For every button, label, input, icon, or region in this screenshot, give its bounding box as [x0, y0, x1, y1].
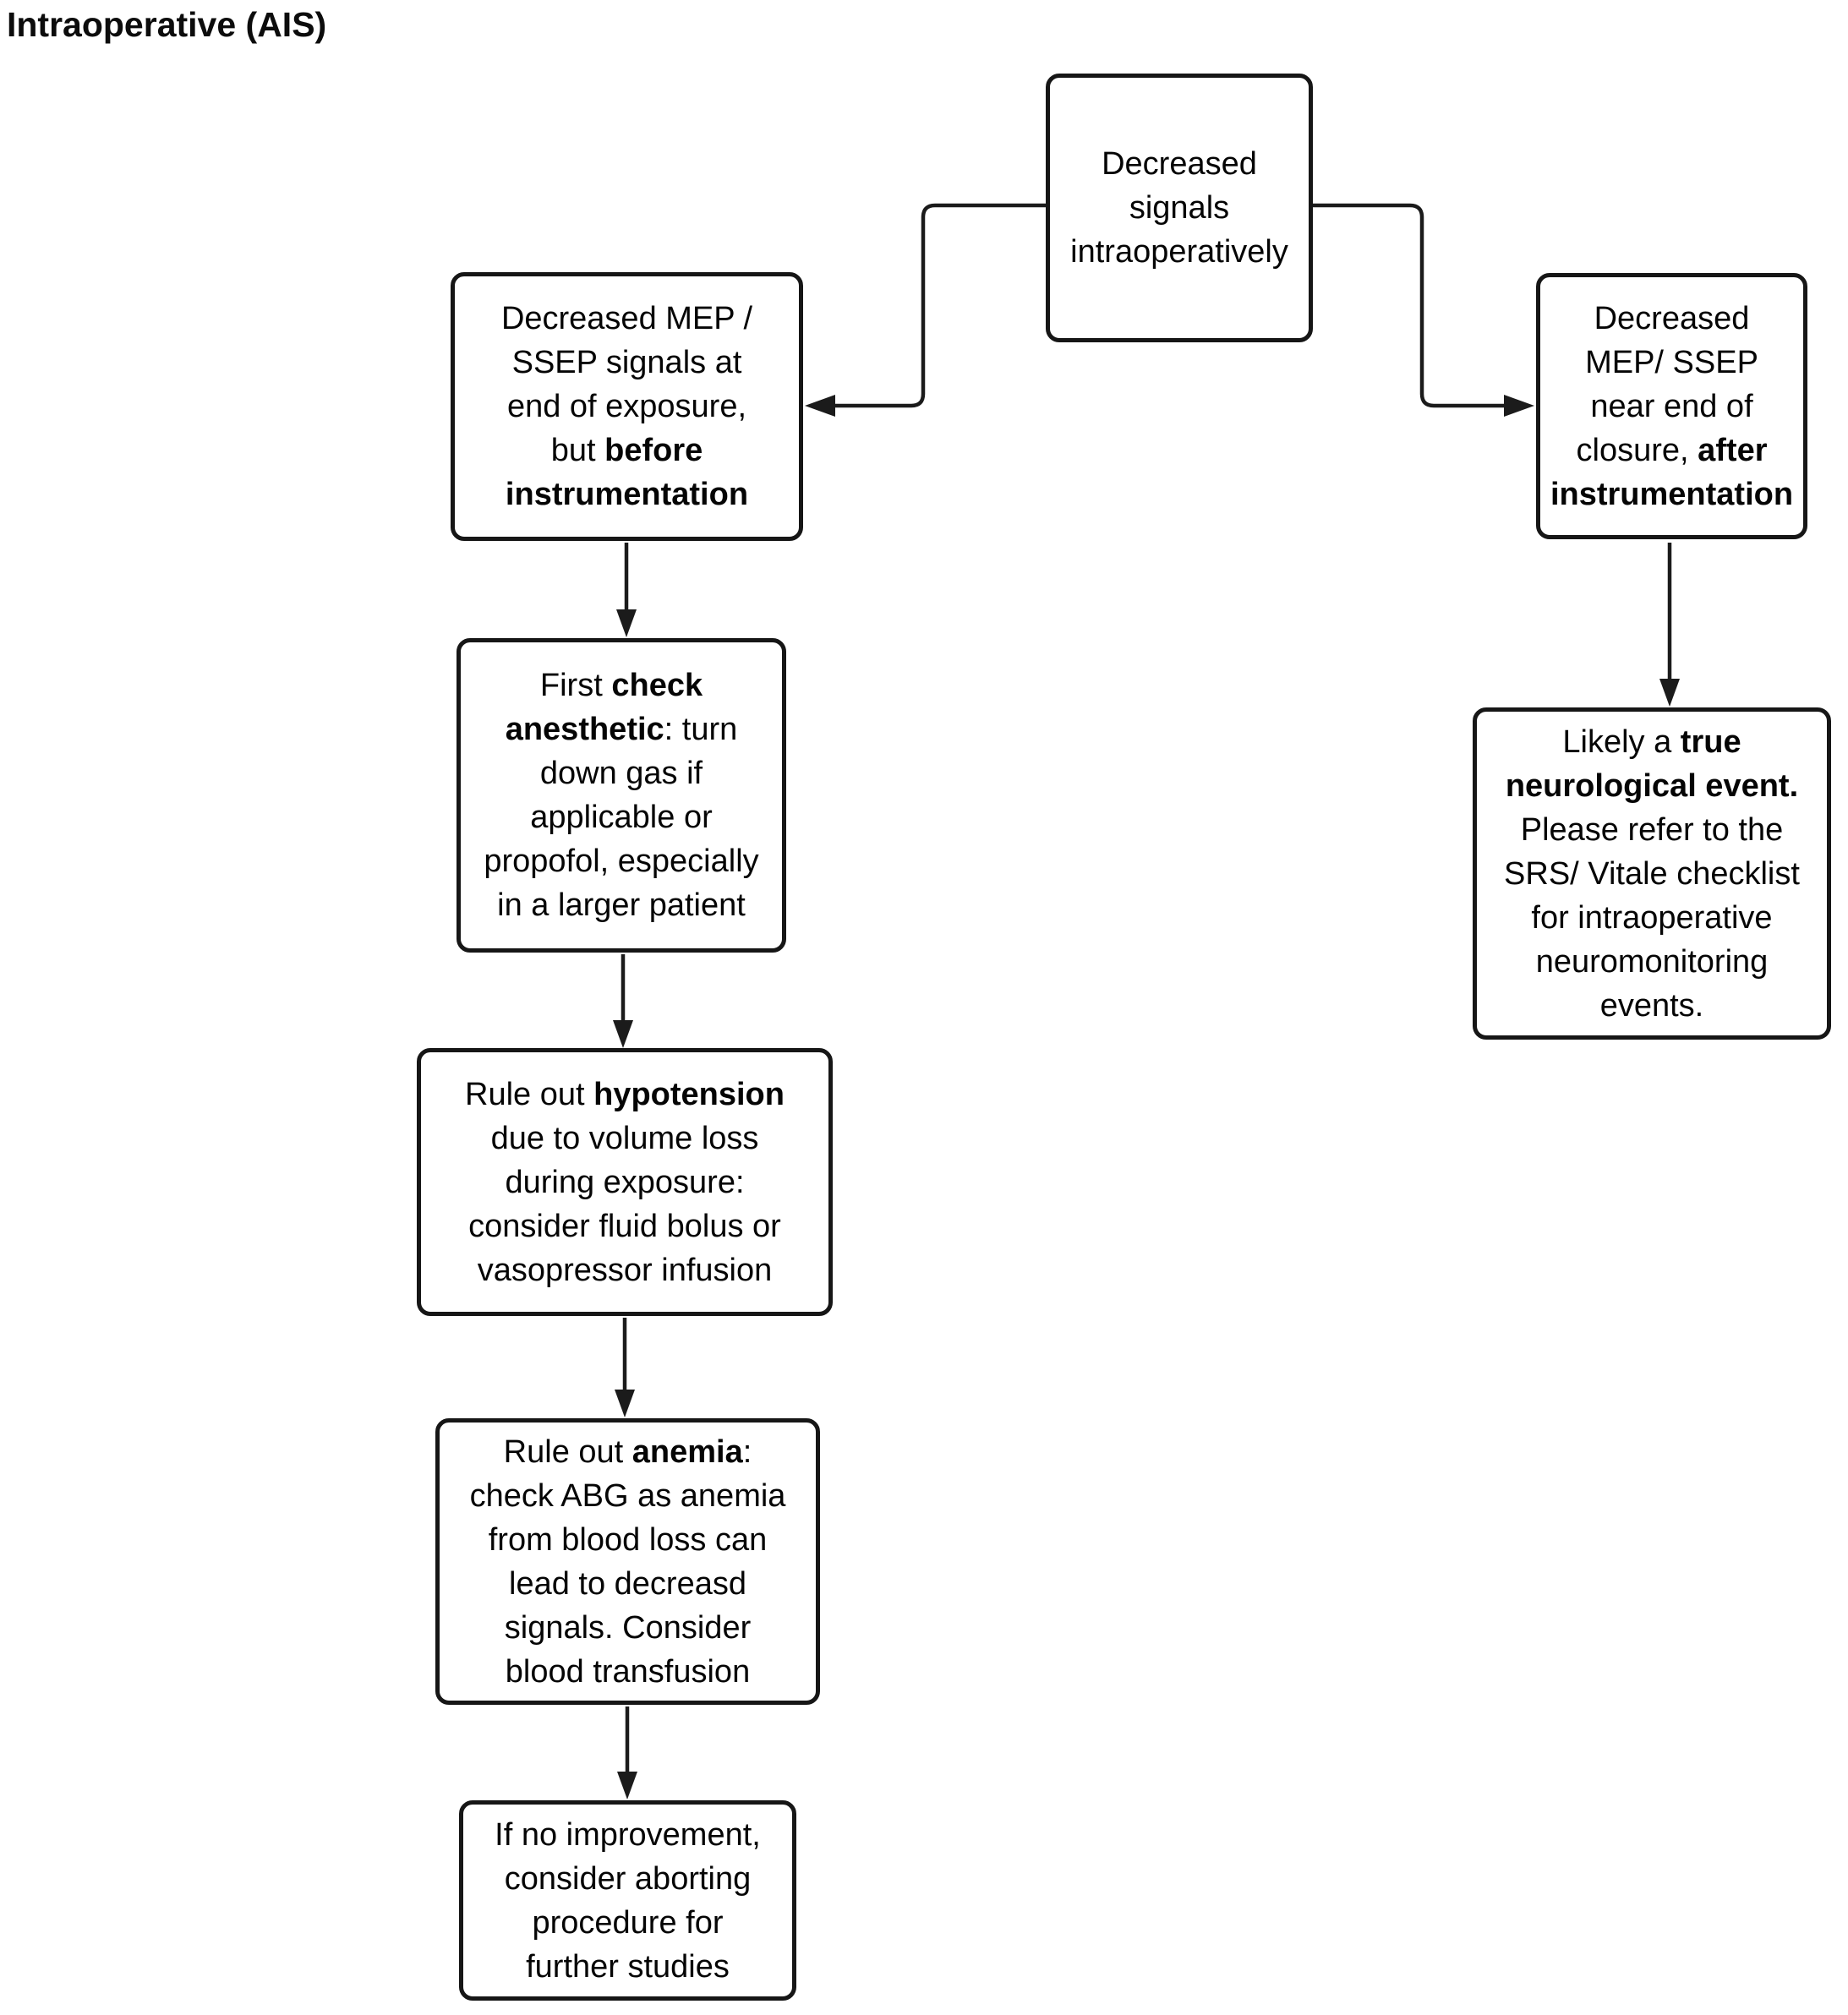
arrowhead-down-icon — [613, 1020, 633, 1048]
node-check-anesthetic: First check anesthetic: turn down gas if… — [457, 638, 786, 953]
connector-root-to-after-instrumentation — [1313, 203, 1534, 417]
arrowhead-down-icon — [615, 1390, 635, 1417]
node-true-neurological-event: Likely a true neurological event. Please… — [1473, 707, 1831, 1040]
node-decreased-before-instrumentation: Decreased MEP / SSEP signals at end of e… — [451, 272, 803, 541]
arrowhead-down-icon — [617, 1772, 637, 1799]
connector-anemia-to-abort — [617, 1706, 637, 1799]
arrowhead-right-icon — [1504, 395, 1534, 417]
node-rule-out-hypotension: Rule out hypotension due to volume loss … — [417, 1048, 833, 1316]
node-abort-procedure: If no improvement, consider aborting pro… — [459, 1800, 796, 2001]
node-text: Rule out hypotension due to volume loss … — [465, 1076, 785, 1288]
page-title: Intraoperative (AIS) — [7, 5, 327, 44]
connector-after-to-neurological-event — [1659, 543, 1680, 707]
node-text: Rule out anemia: check ABG as anemia fro… — [469, 1433, 786, 1690]
connector-check-anesthetic-to-hypotension — [613, 954, 633, 1048]
node-decreased-signals-intraoperatively: Decreased signals intraoperatively — [1046, 74, 1313, 342]
node-text: If no improvement, consider aborting pro… — [495, 1816, 761, 1985]
connector-root-to-before-instrumentation — [805, 203, 1046, 417]
connector-hypotension-to-anemia — [615, 1318, 635, 1417]
node-text: Decreased signals intraoperatively — [1070, 146, 1288, 270]
arrowhead-down-icon — [616, 609, 637, 637]
arrowhead-left-icon — [805, 395, 835, 417]
node-text: First check anesthetic: turn down gas if… — [484, 668, 759, 923]
node-text: Decreased MEP / SSEP signals at end of e… — [500, 301, 753, 512]
node-rule-out-anemia: Rule out anemia: check ABG as anemia fro… — [435, 1418, 820, 1705]
connector-before-to-check-anesthetic — [616, 543, 637, 637]
node-text: Decreased MEP/ SSEP near end of closure,… — [1550, 300, 1794, 512]
node-decreased-after-instrumentation: Decreased MEP/ SSEP near end of closure,… — [1536, 273, 1807, 539]
arrowhead-down-icon — [1659, 679, 1680, 707]
node-text: Likely a true neurological event. Please… — [1504, 724, 1800, 1024]
